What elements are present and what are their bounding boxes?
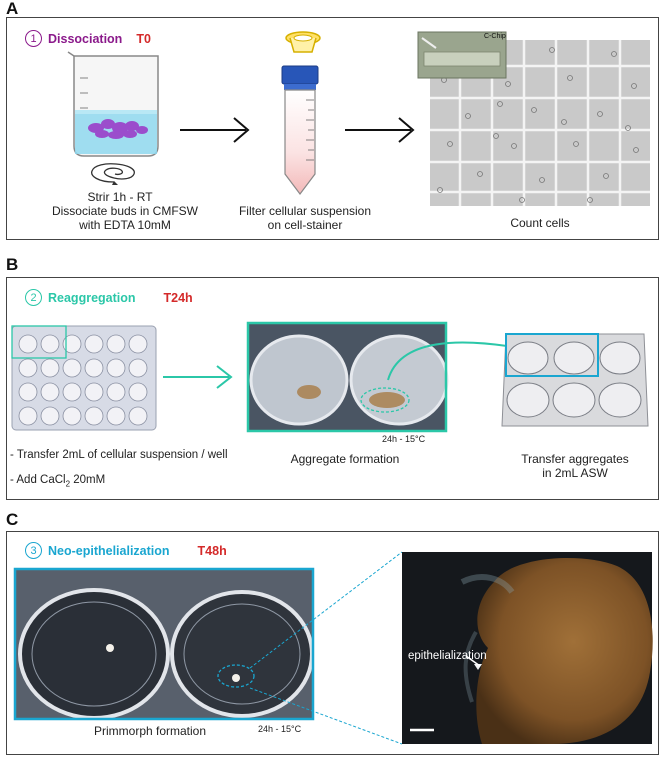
micrograph-label: epithelialization [408, 650, 487, 662]
step-3-title: Neo-epithelialization [48, 543, 170, 558]
plate-caption-2-end: 20mM [70, 474, 106, 486]
falcon-tube-illustration [281, 65, 319, 195]
step-2-title: Reaggregation [48, 290, 136, 305]
aggregate-time: 24h - 15°C [382, 434, 426, 444]
panel-a-letter: A [6, 0, 19, 18]
panel-b-letter: B [6, 255, 19, 274]
epithelialization-micrograph [402, 552, 653, 744]
step-2-time: T24h [163, 290, 193, 305]
right-arrow-icon [345, 117, 415, 143]
plate-caption-2-text: - Add CaCl [10, 474, 66, 486]
step-1-time: T0 [136, 31, 151, 46]
6-well-plate-image [501, 333, 649, 427]
primmorph-time: 24h - 15°C [258, 724, 302, 734]
right-arrow-icon [163, 365, 233, 389]
beaker-caption-2: Dissociate buds in CMFSW [51, 204, 199, 218]
transfer-caption-2: in 2mL ASW [542, 466, 608, 480]
step-3-number: 3 [25, 542, 42, 559]
step-1-number: 1 [25, 30, 42, 47]
cell-strainer-icon [285, 31, 321, 53]
plate-caption-2-subscript: 2 [65, 479, 71, 489]
primmorph-formation-photo [13, 567, 315, 721]
tube-caption-1: Filter cellular suspension [238, 204, 372, 218]
right-arrow-icon [180, 117, 250, 143]
chip-label: C-Chip [484, 33, 506, 40]
beaker-illustration [67, 51, 159, 157]
beaker-caption-1: Strir 1h - RT [87, 190, 153, 204]
transfer-caption-1: Transfer aggregates [521, 452, 629, 466]
spiral-icon [91, 163, 135, 185]
step-3-time: T48h [197, 543, 227, 558]
24-well-plate-image [11, 325, 157, 431]
step-1-title: Dissociation [48, 31, 123, 46]
step-3-header: 3 Neo-epithelialization T48h [25, 542, 227, 559]
step-2-number: 2 [25, 289, 42, 306]
aggregate-caption: Aggregate formation [290, 452, 400, 466]
c-chip-inset [417, 31, 507, 79]
panel-c-letter: C [6, 510, 19, 529]
tube-caption-2: on cell-stainer [267, 218, 343, 232]
step-1-header: 1 Dissociation T0 [25, 30, 151, 47]
count-caption: Count cells [510, 216, 570, 230]
plate-caption-2: - Add CaCl2 20mM [10, 473, 105, 491]
beaker-caption-3: with EDTA 10mM [79, 218, 171, 232]
plate-caption-1: - Transfer 2mL of cellular suspension / … [10, 449, 228, 461]
primmorph-caption: Primmorph formation [93, 724, 207, 738]
step-2-header: 2 Reaggregation T24h [25, 289, 193, 306]
aggregate-formation-photo [246, 321, 449, 433]
